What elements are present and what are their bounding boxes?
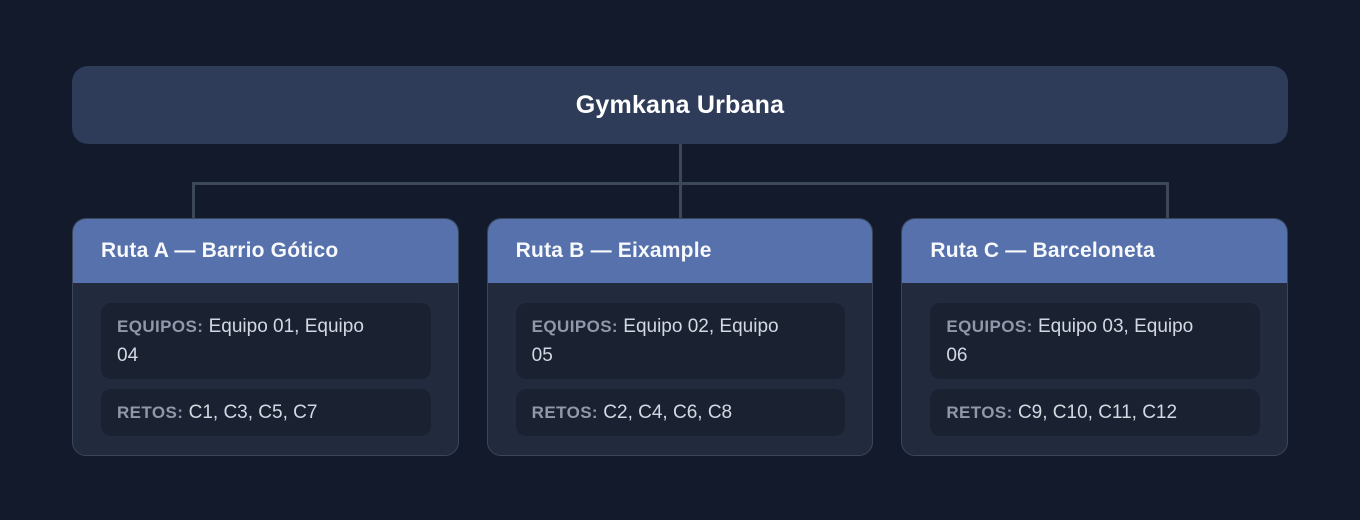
retos-label: RETOS: — [531, 403, 598, 422]
connector-horizontal — [192, 182, 1169, 185]
equipos-row: EQUIPOS: Equipo 01, Equipo 04 — [101, 303, 431, 379]
retos-row: RETOS: C9, C10, C11, C12 — [930, 389, 1261, 436]
connector-vertical-center — [679, 144, 682, 218]
route-card-c-body: EQUIPOS: Equipo 03, Equipo 06 RETOS: C9,… — [902, 283, 1287, 455]
equipos-label: EQUIPOS: — [531, 317, 618, 336]
route-card-c: Ruta C — Barceloneta EQUIPOS: Equipo 03,… — [901, 218, 1289, 456]
retos-label: RETOS: — [946, 403, 1013, 422]
root-node-title: Gymkana Urbana — [575, 90, 785, 119]
retos-row: RETOS: C2, C4, C6, C8 — [515, 389, 846, 436]
retos-row: RETOS: C1, C3, C5, C7 — [101, 389, 431, 436]
route-card-c-header: Ruta C — Barceloneta — [902, 219, 1288, 283]
route-card-a: Ruta A — Barrio Gótico EQUIPOS: Equipo 0… — [72, 218, 459, 456]
equipos-text: EQUIPOS: Equipo 01, Equipo 04 — [117, 312, 372, 370]
equipos-label: EQUIPOS: — [946, 317, 1033, 336]
retos-text: RETOS: C2, C4, C6, C8 — [532, 398, 787, 427]
connector-drop-right — [1166, 182, 1169, 218]
retos-value: C2, C4, C6, C8 — [603, 402, 733, 423]
equipos-text: EQUIPOS: Equipo 03, Equipo 06 — [946, 312, 1201, 370]
equipos-label: EQUIPOS: — [117, 317, 204, 336]
retos-value: C1, C3, C5, C7 — [188, 402, 318, 423]
route-card-c-title: Ruta C — Barceloneta — [930, 239, 1155, 262]
equipos-value: Equipo 01, Equipo 04 — [117, 316, 364, 366]
retos-text: RETOS: C9, C10, C11, C12 — [946, 398, 1201, 427]
route-card-a-header: Ruta A — Barrio Gótico — [73, 219, 458, 283]
retos-text: RETOS: C1, C3, C5, C7 — [117, 398, 372, 427]
equipos-text: EQUIPOS: Equipo 02, Equipo 05 — [532, 312, 787, 370]
retos-label: RETOS: — [117, 403, 184, 422]
equipos-value: Equipo 02, Equipo 05 — [531, 316, 779, 366]
route-card-b-header: Ruta B — Eixample — [487, 219, 873, 283]
equipos-value: Equipo 03, Equipo 06 — [946, 316, 1194, 366]
route-card-b: Ruta B — Eixample EQUIPOS: Equipo 02, Eq… — [486, 218, 874, 456]
equipos-row: EQUIPOS: Equipo 03, Equipo 06 — [930, 303, 1261, 379]
retos-value: C9, C10, C11, C12 — [1017, 402, 1178, 423]
route-cards-row: Ruta A — Barrio Gótico EQUIPOS: Equipo 0… — [72, 218, 1289, 456]
route-card-a-title: Ruta A — Barrio Gótico — [101, 239, 339, 262]
route-card-b-body: EQUIPOS: Equipo 02, Equipo 05 RETOS: C2,… — [488, 283, 873, 455]
route-card-a-body: EQUIPOS: Equipo 01, Equipo 04 RETOS: C1,… — [73, 283, 458, 455]
route-card-b-title: Ruta B — Eixample — [515, 239, 712, 262]
connector-drop-left — [192, 182, 195, 218]
equipos-row: EQUIPOS: Equipo 02, Equipo 05 — [515, 303, 846, 379]
root-node: Gymkana Urbana — [72, 66, 1288, 144]
